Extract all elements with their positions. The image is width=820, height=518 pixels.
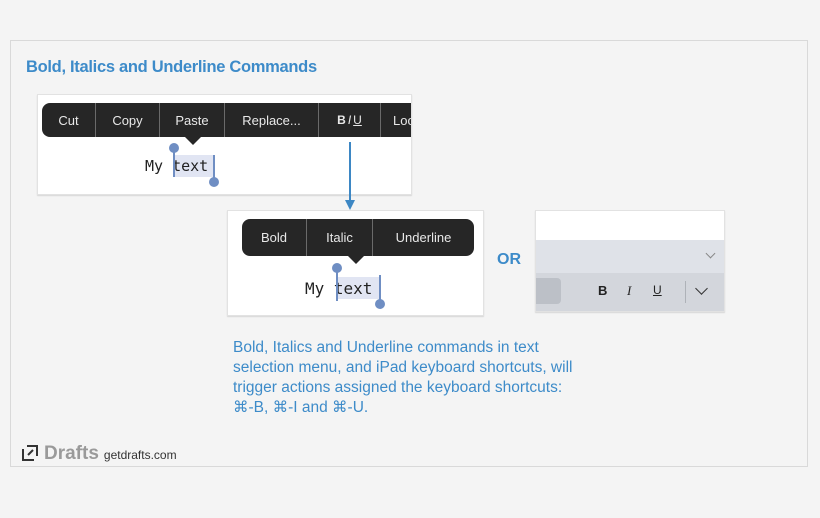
italic-glyph: I xyxy=(347,113,352,127)
chevron-down-icon[interactable] xyxy=(695,282,708,295)
website-url[interactable]: getdrafts.com xyxy=(103,448,177,462)
selection-end-handle[interactable] xyxy=(209,177,219,187)
underline-glyph: U xyxy=(353,113,362,127)
italic-button[interactable]: I xyxy=(627,283,632,298)
keyboard-shortcut-bar: B I U xyxy=(536,273,724,311)
editor-text[interactable]: My text xyxy=(305,279,372,298)
selection-start-handle[interactable] xyxy=(332,263,342,273)
edit-menu: Cut Copy Paste Replace... B I U Loo xyxy=(42,103,411,137)
drafts-logo-icon xyxy=(22,445,38,461)
selection-end-handle[interactable] xyxy=(375,299,385,309)
text-selected: text xyxy=(172,157,209,175)
menu-item-underline[interactable]: Underline xyxy=(373,219,474,256)
text-plain: My xyxy=(145,157,173,175)
ipad-keyboard-toolbar: B I U xyxy=(535,210,725,312)
selection-highlight xyxy=(174,155,214,177)
menu-item-label: Paste xyxy=(175,112,209,128)
menu-item-paste[interactable]: Paste xyxy=(160,103,225,137)
format-menu: Bold Italic Underline xyxy=(242,219,474,256)
selection-end-caret xyxy=(379,275,381,303)
bold-glyph: B xyxy=(337,113,346,127)
arrow-line xyxy=(349,142,351,202)
menu-item-label: Underline xyxy=(395,230,452,245)
menu-item-label: Copy xyxy=(112,112,143,128)
menu-pointer xyxy=(348,256,364,264)
menu-item-biu[interactable]: B I U xyxy=(319,103,381,137)
menu-item-copy[interactable]: Copy xyxy=(96,103,160,137)
figure-title: Bold, Italics and Underline Commands xyxy=(26,58,317,76)
menu-item-label: Replace... xyxy=(242,112,301,128)
menu-item-label: Bold xyxy=(260,230,288,245)
footer-branding: Drafts getdrafts.com xyxy=(22,443,177,465)
toolbar-divider xyxy=(685,281,686,303)
menu-pointer xyxy=(185,137,201,145)
keyboard-suggestion-bar xyxy=(536,240,724,273)
arrow-down-icon xyxy=(345,200,355,210)
selection-menu-panel-biu: Bold Italic Underline My text xyxy=(227,210,484,316)
selection-menu-panel-original: Cut Copy Paste Replace... B I U Loo My t… xyxy=(37,94,412,195)
text-plain: My xyxy=(305,279,334,298)
menu-item-lookup[interactable]: Loo xyxy=(381,103,411,137)
selection-start-caret xyxy=(173,151,175,177)
chevron-down-icon[interactable] xyxy=(705,248,716,259)
menu-item-cut[interactable]: Cut xyxy=(42,103,96,137)
bold-button[interactable]: B xyxy=(598,283,608,298)
menu-item-label: Italic xyxy=(326,230,353,245)
menu-item-bold[interactable]: Bold xyxy=(242,219,307,256)
menu-item-replace[interactable]: Replace... xyxy=(225,103,319,137)
editor-text[interactable]: My text xyxy=(145,157,208,175)
description-text: Bold, Italics and Underline commands in … xyxy=(233,339,573,416)
underline-button[interactable]: U xyxy=(653,283,662,297)
keyboard-text-area xyxy=(536,211,724,240)
selection-start-handle[interactable] xyxy=(169,143,179,153)
menu-item-italic[interactable]: Italic xyxy=(307,219,373,256)
selection-start-caret xyxy=(336,271,338,301)
drafts-brand: Drafts xyxy=(44,443,99,464)
or-label: OR xyxy=(497,251,521,268)
menu-item-label: Cut xyxy=(58,112,79,128)
keyboard-key[interactable] xyxy=(536,278,561,304)
selection-end-caret xyxy=(213,155,215,179)
text-selected: text xyxy=(333,279,373,298)
menu-item-label: Loo xyxy=(393,112,411,128)
selection-highlight xyxy=(336,277,380,299)
